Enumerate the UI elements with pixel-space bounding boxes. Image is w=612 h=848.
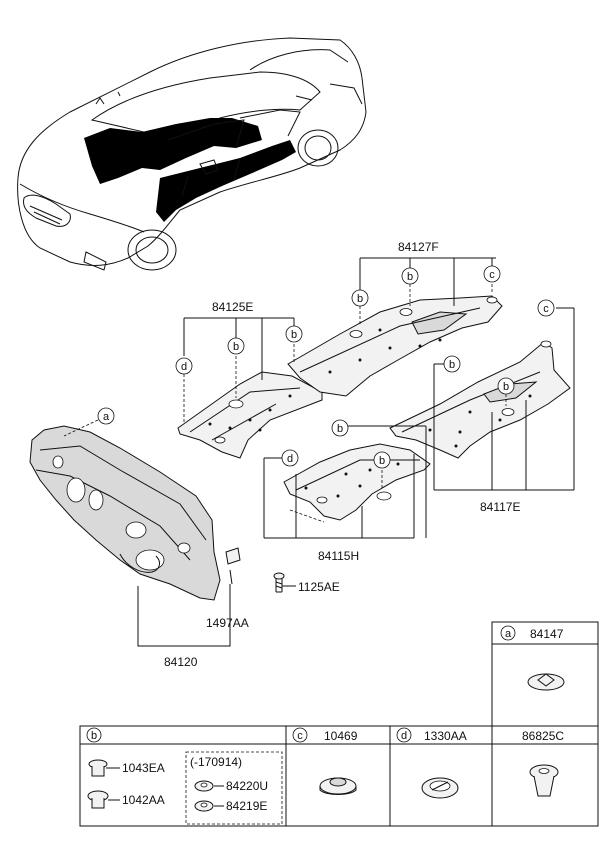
- callout-c-84117e: c: [537, 299, 555, 317]
- fastener-table: a 84147 b 1043EA 1042AA (-170914): [79, 621, 599, 827]
- callouts: b b c d b b c b b b d b a: [97, 265, 555, 469]
- label-84125e: 84125E: [212, 300, 253, 314]
- callout-c-84127f: c: [483, 265, 501, 283]
- label-84120: 84120: [164, 655, 198, 669]
- svg-text:84220U: 84220U: [226, 779, 268, 793]
- svg-text:c: c: [543, 303, 549, 315]
- svg-text:b: b: [233, 341, 239, 353]
- label-1497aa: 1497AA: [206, 616, 249, 630]
- clip-84219e: 84219E: [194, 799, 267, 813]
- header-10469: 10469: [324, 729, 358, 743]
- header-1330aa: 1330AA: [424, 729, 467, 743]
- clip-1330aa: [421, 777, 459, 799]
- svg-text:a: a: [505, 628, 512, 640]
- svg-text:b: b: [379, 455, 385, 467]
- svg-text:d: d: [181, 361, 187, 373]
- svg-text:c: c: [489, 269, 495, 281]
- svg-text:b: b: [503, 381, 509, 393]
- leader-lines: [63, 257, 575, 647]
- callout-b-84115h-2: b: [373, 451, 391, 469]
- callout-b-84127f-2: b: [401, 267, 419, 285]
- clip-1042aa: 1042AA: [87, 790, 165, 809]
- b-note: (-170914): [190, 755, 242, 769]
- svg-text:b: b: [449, 359, 455, 371]
- svg-text:b: b: [337, 423, 343, 435]
- vehicle-illustration: [17, 37, 367, 271]
- floor-cover-84117e: [389, 340, 571, 459]
- grommet-10469: [319, 777, 357, 795]
- svg-text:d: d: [401, 730, 407, 742]
- label-84117e: 84117E: [480, 500, 520, 514]
- callout-d-84115h: d: [281, 449, 299, 467]
- svg-text:a: a: [103, 411, 110, 423]
- dash-insulator-84120: [29, 425, 241, 601]
- callout-b-84115h-1: b: [331, 419, 349, 437]
- callout-a-dash: a: [97, 407, 115, 425]
- svg-text:d: d: [287, 453, 293, 465]
- floor-cover-84125e: [177, 371, 323, 459]
- clip-86825c: [529, 764, 559, 797]
- callout-b-84117e-2: b: [497, 377, 515, 395]
- svg-text:b: b: [357, 293, 363, 305]
- callout-b-84117e-1: b: [443, 355, 461, 373]
- header-86825c: 86825C: [522, 729, 564, 743]
- part-labels: 84127F 84125E 84117E 84115H 1125AE 1497A…: [164, 240, 520, 669]
- header-84147: 84147: [530, 627, 564, 641]
- callout-b-84127f-1: b: [351, 289, 369, 307]
- clip-1043ea: 1043EA: [88, 759, 165, 777]
- svg-text:84219E: 84219E: [226, 799, 267, 813]
- callout-b-84125e-2: b: [285, 325, 303, 343]
- svg-text:b: b: [407, 271, 413, 283]
- clip-84220u: 84220U: [194, 779, 268, 793]
- floor-cover-84115h: [283, 443, 431, 521]
- floor-cover-84127f: [287, 295, 503, 397]
- label-84127f: 84127F: [398, 240, 439, 254]
- svg-text:1043EA: 1043EA: [122, 761, 165, 775]
- label-84115h: 84115H: [318, 549, 359, 563]
- svg-text:1042AA: 1042AA: [122, 793, 165, 807]
- callout-d-84125e: d: [175, 357, 193, 375]
- callout-b-84125e-1: b: [227, 337, 245, 355]
- bolt-1125ae: [273, 572, 285, 593]
- svg-text:b: b: [91, 730, 97, 742]
- svg-text:b: b: [291, 329, 297, 341]
- label-1125ae: 1125AE: [298, 580, 340, 594]
- svg-text:c: c: [297, 730, 303, 742]
